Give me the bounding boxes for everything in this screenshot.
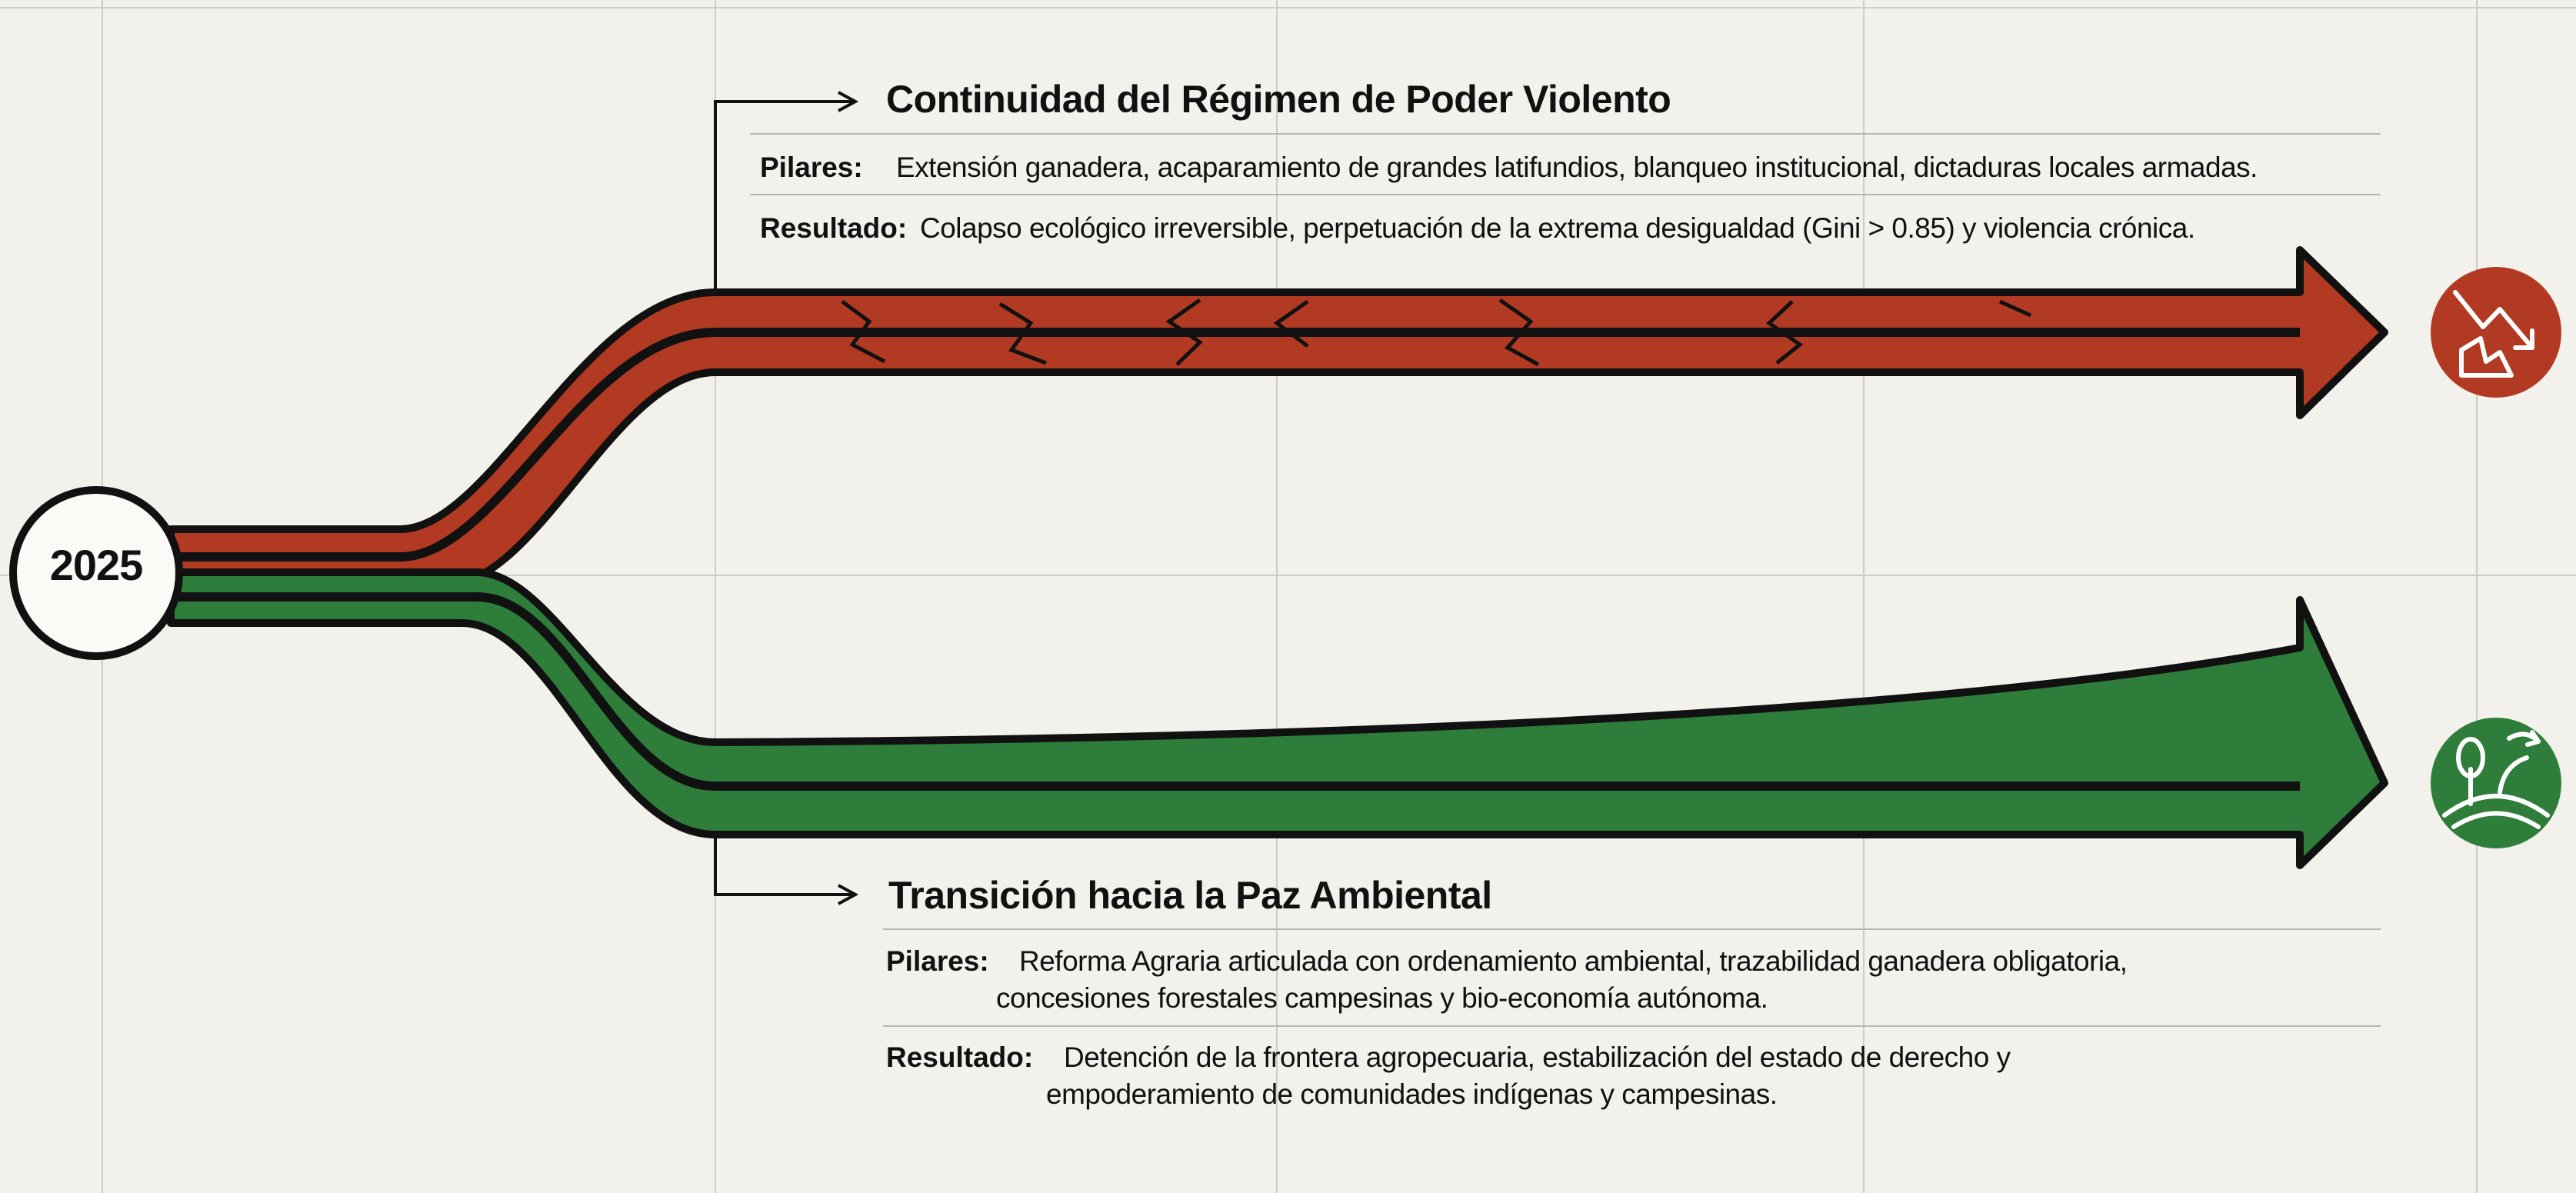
peace-pillars-label: Pilares: — [886, 945, 989, 977]
ecological-collapse-icon — [2431, 267, 2561, 398]
peace-result-row: Resultado: — [886, 1038, 1033, 1076]
peace-path-inner-line — [171, 592, 2300, 791]
peace-result-label: Resultado: — [886, 1041, 1034, 1073]
peace-pillars-line-2: concesiones forestales campesinas y bio-… — [996, 982, 1768, 1014]
peace-result-line-2: empoderamiento de comunidades indígenas … — [1046, 1078, 1778, 1110]
bottom-connector-arrow — [714, 815, 859, 905]
peace-result-line-1: Detención de la frontera agropecuaria, e… — [1064, 1041, 2011, 1073]
top-connector-arrow — [714, 91, 859, 292]
violent-pillars-text: Extensión ganadera, acaparamiento de gra… — [896, 152, 2258, 183]
peace-pillars-line-1: Reforma Agraria articulada con ordenamie… — [1019, 945, 2128, 977]
peace-path-arrow — [167, 568, 2388, 869]
violent-title-divider — [750, 133, 2381, 135]
violent-result-text: Colapso ecológico irreversible, perpetua… — [920, 212, 2195, 244]
violent-pillars-row: Pilares: — [760, 148, 863, 186]
violent-pillars-label: Pilares: — [760, 152, 863, 183]
start-year-label: 2025 — [49, 541, 144, 589]
peace-title-divider — [883, 928, 2381, 930]
sustainable-growth-icon — [2431, 718, 2561, 848]
violent-pillars-divider — [750, 194, 2381, 195]
peace-pillars-divider — [883, 1025, 2381, 1027]
violent-result-row: Resultado: — [760, 209, 907, 247]
violent-result-label: Resultado: — [760, 212, 908, 244]
violent-path-title: Continuidad del Régimen de Poder Violent… — [886, 78, 1671, 121]
peace-path-title: Transición hacia la Paz Ambiental — [888, 874, 1492, 917]
peace-pillars-row: Pilares: — [886, 942, 989, 980]
violent-path-inner-line — [171, 328, 2300, 562]
start-year-node — [9, 486, 183, 660]
violent-path-cracks — [841, 298, 2032, 367]
